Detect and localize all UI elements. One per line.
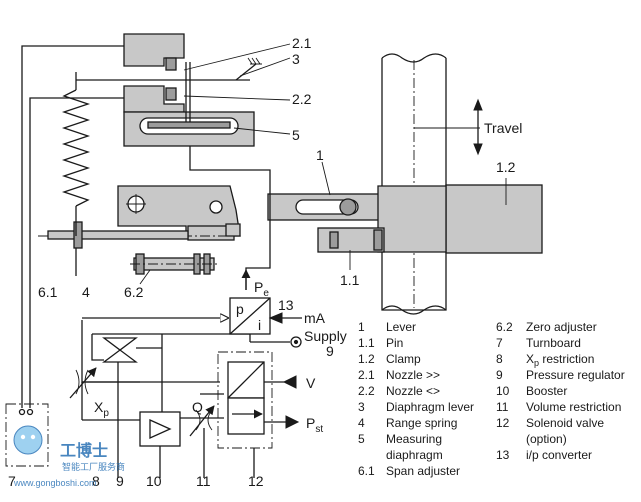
- callout-1-2: 1.2: [496, 159, 516, 175]
- supply-label: Supply: [304, 328, 347, 344]
- legend-text: (option): [526, 432, 567, 446]
- legend-text: Range spring: [386, 416, 457, 430]
- legend-num: 2.1: [358, 368, 375, 382]
- v-label: V: [306, 375, 316, 391]
- legend-text: Measuring: [386, 432, 442, 446]
- pneumatic-piping: [21, 45, 271, 478]
- legend-num: 1.1: [358, 336, 375, 350]
- callout-2-1: 2.1: [292, 35, 312, 51]
- legend-text: Solenoid valve: [526, 416, 604, 430]
- watermark-url: www.gongboshi.com: [13, 478, 97, 488]
- legend-num: 1: [358, 320, 365, 334]
- legend-text: i/p converter: [526, 448, 592, 462]
- watermark-brand: 工博士: [60, 441, 108, 460]
- callout-3: 3: [292, 51, 300, 67]
- legend-num: 4: [358, 416, 365, 430]
- legend-num: 11: [496, 400, 509, 414]
- span-adjuster-rod: [38, 221, 238, 249]
- callout-6-1: 6.1: [38, 284, 58, 300]
- watermark-tagline: 智能工厂服务商: [62, 461, 125, 472]
- callout-4: 4: [82, 284, 90, 300]
- ip-i-label: i: [258, 317, 261, 333]
- q-label: Q: [192, 399, 203, 415]
- legend-num: 10: [496, 384, 510, 398]
- volume-restriction: Q: [189, 399, 215, 437]
- legend-num: 8: [496, 352, 503, 366]
- callout-9: 9: [326, 343, 334, 359]
- xp-label: Xp: [94, 399, 109, 419]
- callout-2-2: 2.2: [292, 91, 312, 107]
- solenoid-valve: V Pst: [217, 351, 323, 449]
- watermark-mascot-icon: [13, 425, 43, 455]
- booster: [139, 411, 181, 447]
- callout-10: 10: [146, 473, 162, 489]
- legend-text: Clamp: [386, 352, 421, 366]
- callout-9-bottom: 9: [116, 473, 124, 489]
- legend-num: 6.1: [358, 464, 375, 478]
- callout-13: 13: [278, 297, 294, 313]
- callout-8: 8: [92, 473, 100, 489]
- legend-text: Turnboard: [526, 336, 581, 350]
- ma-label: mA: [304, 310, 326, 326]
- nozzle-block: [76, 33, 262, 147]
- callout-5: 5: [292, 127, 300, 143]
- supply-port: Supply 9: [250, 328, 347, 359]
- legend-text: Pressure regulator: [526, 368, 625, 382]
- legend-text: Zero adjuster: [526, 320, 597, 334]
- travel-arrow: Travel: [473, 98, 522, 156]
- actuator-yoke: [381, 53, 480, 315]
- zero-adjuster: [130, 253, 220, 275]
- legend-text-xp: Xp restriction: [526, 352, 594, 368]
- legend-num: 6.2: [496, 320, 513, 334]
- legend-right: 6.2 Zero adjuster 7 Turnboard 8 Xp restr…: [496, 320, 625, 462]
- legend-num: 1.2: [358, 352, 375, 366]
- xp-restriction: Xp: [69, 367, 109, 419]
- pe-label: Pe: [254, 279, 269, 299]
- callout-12: 12: [248, 473, 264, 489]
- callout-6-2: 6.2: [124, 284, 144, 300]
- watermark: 工博士 智能工厂服务商 www.gongboshi.com: [13, 425, 125, 488]
- pst-label: Pst: [306, 415, 323, 435]
- legend-text: diaphragm: [386, 448, 443, 462]
- legend-num: 7: [496, 336, 503, 350]
- pressure-regulator: [102, 337, 138, 363]
- legend-num: 13: [496, 448, 510, 462]
- travel-label: Travel: [484, 120, 522, 136]
- legend-num: 3: [358, 400, 365, 414]
- legend-text: Volume restriction: [526, 400, 621, 414]
- ip-p-label: p: [236, 301, 244, 317]
- callout-11: 11: [196, 473, 211, 489]
- legend-num: 5: [358, 432, 365, 446]
- legend-text: Pin: [386, 336, 403, 350]
- callout-7: 7: [8, 473, 16, 489]
- lever: 1: [267, 147, 381, 221]
- turnboard: [5, 403, 49, 467]
- callout-1: 1: [316, 147, 324, 163]
- legend-text: Lever: [386, 320, 416, 334]
- legend-text: Diaphragm lever: [386, 400, 474, 414]
- range-spring: [61, 72, 91, 276]
- legend-text: Nozzle >>: [386, 368, 440, 382]
- legend-text: Nozzle <>: [386, 384, 440, 398]
- legend-num: 9: [496, 368, 503, 382]
- legend-num: 2.2: [358, 384, 375, 398]
- callout-1-1: 1.1: [340, 272, 360, 288]
- legend-num: 12: [496, 416, 510, 430]
- legend-left: 1 Lever 1.1 Pin 1.2 Clamp 2.1 Nozzle >> …: [358, 320, 474, 478]
- clamp: 1.2: [445, 159, 543, 254]
- ip-converter: p i 13 mA: [229, 297, 326, 335]
- pin-block: 1.1: [317, 185, 447, 288]
- legend-text: Span adjuster: [386, 464, 460, 478]
- legend-text: Booster: [526, 384, 567, 398]
